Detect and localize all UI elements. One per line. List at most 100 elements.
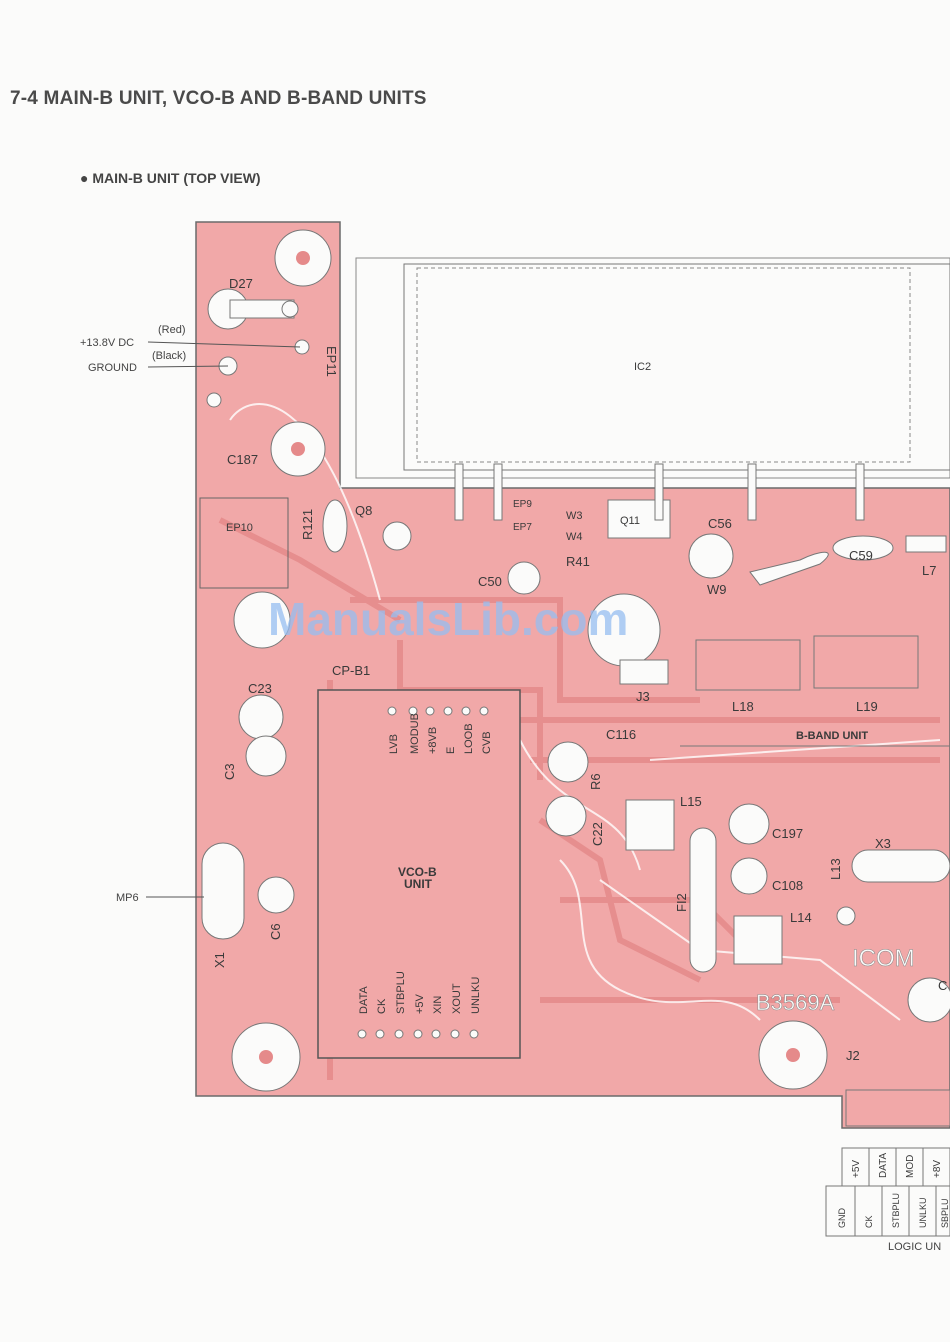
j3-connector (619, 659, 669, 685)
vco-bottom-pin-label-3: +5V (414, 993, 426, 1014)
c187-label: C187 (227, 452, 258, 467)
power-callout: +13.8V DC (80, 337, 134, 349)
r6-label: R6 (588, 773, 603, 790)
vco-bottom-pin-label-0: DATA (358, 986, 370, 1014)
l15-label: L15 (680, 794, 702, 809)
logic-top-label-2: MOD (905, 1155, 916, 1178)
vco-top-pin-label-4: LOOB (463, 723, 475, 754)
w9-trace (749, 551, 829, 586)
vco-b-unit-outline (317, 689, 521, 1059)
vco-bottom-pin-label-5: XOUT (451, 983, 463, 1014)
c56-label: C56 (708, 516, 732, 531)
c22-pad (545, 795, 587, 837)
l14-coil (733, 915, 783, 965)
logic-top-label-3: +8V (932, 1160, 943, 1178)
c59-label: C59 (849, 548, 873, 563)
q11-label: Q11 (620, 515, 640, 527)
w9-label: W9 (707, 582, 727, 597)
logic-unit-label: LOGIC UN (888, 1241, 941, 1253)
c108-label: C108 (772, 878, 803, 893)
l14-label: L14 (790, 910, 812, 925)
l19-coil (813, 635, 919, 689)
vco-top-pin-label-5: CVB (481, 731, 493, 754)
section-subtitle: ● MAIN-B UNIT (TOP VIEW) (80, 170, 261, 186)
vco-top-pin-label-0: LVB (388, 734, 400, 754)
logic-bottom-label-3: UNLKU (918, 1197, 928, 1228)
l7-pad (905, 535, 947, 553)
ic2-label: IC2 (634, 361, 651, 373)
ep9-label: EP9 (513, 499, 532, 510)
x1-label: X1 (212, 952, 227, 968)
l18-coil (695, 639, 801, 691)
c197-pad (728, 803, 770, 845)
c3-pad (245, 735, 287, 777)
logic-bottom-label-2: STBPLU (891, 1193, 901, 1228)
ep11-label: EP11 (324, 346, 339, 377)
l18-label: L18 (732, 699, 754, 714)
vco-b-label: VCO-B (398, 865, 437, 879)
c22-label: C22 (590, 822, 605, 846)
vco-bottom-pin-label-4: XIN (432, 996, 444, 1014)
c-partial-pad (907, 977, 950, 1023)
j2-label: J2 (846, 1048, 860, 1063)
c23-pad (238, 694, 284, 740)
j3-label: J3 (636, 689, 650, 704)
l15-coil (625, 799, 675, 851)
l13-label: L13 (828, 858, 843, 880)
c50-pad (507, 561, 541, 595)
c56-pad (688, 533, 734, 579)
mount-hole-mid (233, 591, 291, 649)
ep10-label: EP10 (226, 522, 253, 534)
fi2-filter (689, 827, 717, 973)
c6-pad (257, 876, 295, 914)
c116-label: C116 (606, 727, 636, 742)
c59-pad (832, 535, 894, 561)
c3-label: C3 (222, 763, 237, 780)
w3-label: W3 (566, 510, 583, 522)
logic-bottom-label-1: CK (864, 1215, 874, 1228)
watermark: ManualsLib.com (268, 593, 629, 645)
c197-label: C197 (772, 826, 803, 841)
q8-pad (382, 521, 412, 551)
vco-top-pin-label-2: +8VB (427, 727, 439, 754)
ic2-outline (403, 263, 950, 471)
vco-top-pin-label-3: E (445, 747, 457, 754)
cpb1-label: CP-B1 (332, 663, 370, 678)
logic-bottom-label-4: SBPLU (940, 1198, 950, 1228)
c116-pad (547, 741, 589, 783)
vco-bottom-pin-label-1: CK (376, 998, 388, 1014)
logic-top-label-1: DATA (878, 1152, 889, 1178)
vco-bottom-pin-label-6: UNLKU (470, 977, 482, 1014)
x3-crystal (851, 849, 950, 883)
b-band-unit-label: B-BAND UNIT (796, 730, 868, 742)
icom-label: ICOM (852, 945, 915, 972)
ep10-box (199, 497, 289, 589)
page-title: 7-4 MAIN-B UNIT, VCO-B AND B-BAND UNITS (10, 88, 427, 109)
vco-top-pin-label-1: MODUB (409, 713, 421, 754)
c108-pad (730, 857, 768, 895)
q8-label: Q8 (355, 503, 372, 518)
vco-b-unit-label: UNIT (404, 877, 433, 891)
x3-label: X3 (875, 836, 891, 851)
b3569a-label: B3569A (756, 990, 835, 1015)
d27-label: D27 (229, 276, 253, 291)
vco-bottom-pin-label-2: STBPLU (395, 971, 407, 1014)
r121-label: R121 (300, 509, 315, 540)
ground-callout: GROUND (88, 362, 137, 374)
logic-top-label-0: +5V (851, 1160, 862, 1178)
mp6-callout: MP6 (116, 892, 139, 904)
black-wire-label: (Black) (152, 350, 186, 362)
l7-label: L7 (922, 563, 936, 578)
r41-label: R41 (566, 554, 590, 569)
red-wire-label: (Red) (158, 324, 186, 336)
w4-label: W4 (566, 531, 583, 543)
l13-pad (836, 906, 856, 926)
c23-label: C23 (248, 681, 272, 696)
l19-label: L19 (856, 699, 878, 714)
ic2-dashed (416, 267, 911, 463)
ep7-label: EP7 (513, 522, 532, 533)
x1-crystal (201, 842, 245, 940)
r121-pad (322, 499, 348, 553)
c50-label: C50 (478, 574, 502, 589)
